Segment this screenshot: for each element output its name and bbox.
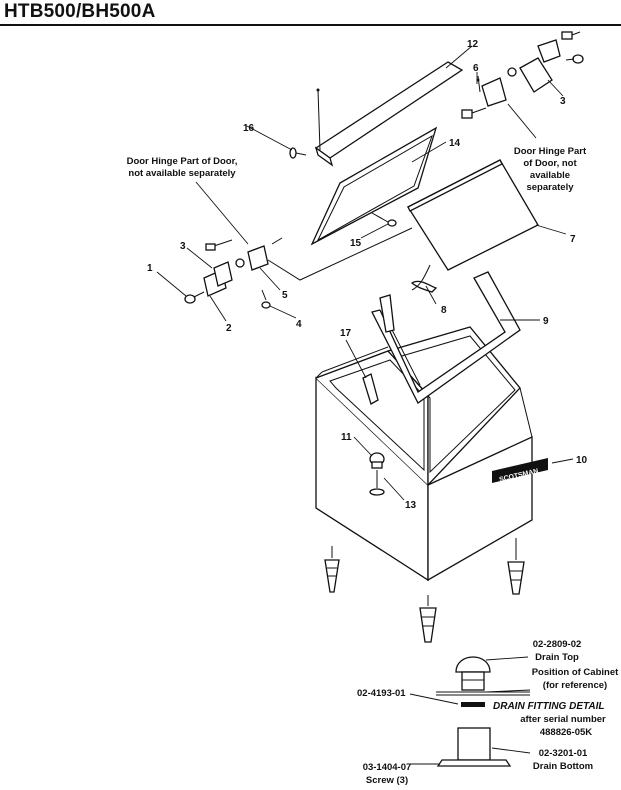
callout-3-right: 3 [560, 96, 566, 107]
callout-6: 6 [473, 63, 479, 74]
callout-5: 5 [282, 290, 288, 301]
screw-label: Screw (3) [366, 775, 408, 786]
drain-top-note-1: Position of Cabinet [532, 667, 619, 678]
callout-14: 14 [449, 138, 461, 149]
callout-4: 4 [296, 319, 302, 330]
hinge-pin-16 [289, 147, 307, 159]
drain-fitting-detail: 02-2809-02 Drain Top Position of Cabinet… [357, 639, 619, 786]
bin-door [407, 159, 539, 291]
bin-cabinet [315, 326, 533, 582]
callout-1: 1 [147, 263, 153, 274]
screw-15 [371, 212, 397, 227]
door-panel [310, 126, 438, 246]
drain-bottom-label: Drain Bottom [533, 761, 593, 772]
svg-text:Door Hinge Part: Door Hinge Part [514, 146, 587, 157]
callout-3-left: 3 [180, 241, 186, 252]
top-strip [314, 61, 464, 167]
svg-text:separately: separately [526, 182, 574, 193]
left-hinge-assembly [184, 227, 413, 309]
drain-top-label: Drain Top [535, 652, 579, 663]
callout-12: 12 [467, 39, 479, 50]
leg-left [324, 546, 340, 593]
drain-detail-title: DRAIN FITTING DETAIL [493, 701, 604, 712]
svg-text:available: available [530, 170, 570, 181]
leg-right [507, 538, 525, 595]
screw-part-number: 03-1404-07 [363, 762, 412, 773]
svg-text:Door Hinge Part of Door,: Door Hinge Part of Door, [127, 156, 238, 167]
serial-note-2: 488826-05K [540, 727, 592, 738]
serial-note-1: after serial number [520, 714, 606, 725]
drain-top-part-number: 02-2809-02 [533, 639, 582, 650]
callout-2: 2 [226, 323, 232, 334]
left-hinge-note: Door Hinge Part of Door, not available s… [127, 156, 238, 179]
title-rule [0, 24, 621, 26]
callouts: 1 2 3 3 4 5 6 7 8 9 10 11 12 13 14 15 16… [147, 39, 588, 511]
gasket-part-number: 02-4193-01 [357, 688, 406, 699]
callout-17: 17 [340, 328, 352, 339]
leader-lines [156, 45, 574, 501]
drain-cap [369, 452, 385, 496]
callout-13: 13 [405, 500, 417, 511]
drain-bottom-part-number: 02-3201-01 [539, 748, 588, 759]
right-hinge-assembly [461, 31, 584, 119]
callout-16: 16 [243, 123, 255, 134]
callout-9: 9 [543, 316, 549, 327]
leg-front [419, 595, 437, 643]
callout-15: 15 [350, 238, 362, 249]
svg-text:not available separately: not available separately [128, 168, 236, 179]
page-title: HTB500/BH500A [4, 1, 156, 22]
ice-deflector [362, 373, 379, 405]
callout-7: 7 [570, 234, 576, 245]
callout-8: 8 [441, 305, 447, 316]
drain-top-note-2: (for reference) [543, 680, 607, 691]
callout-11: 11 [341, 432, 352, 443]
right-hinge-note: Door Hinge Part of Door, not available s… [514, 146, 587, 193]
callout-10: 10 [576, 455, 588, 466]
svg-text:of Door, not: of Door, not [523, 158, 577, 169]
door-bracket [379, 280, 438, 333]
